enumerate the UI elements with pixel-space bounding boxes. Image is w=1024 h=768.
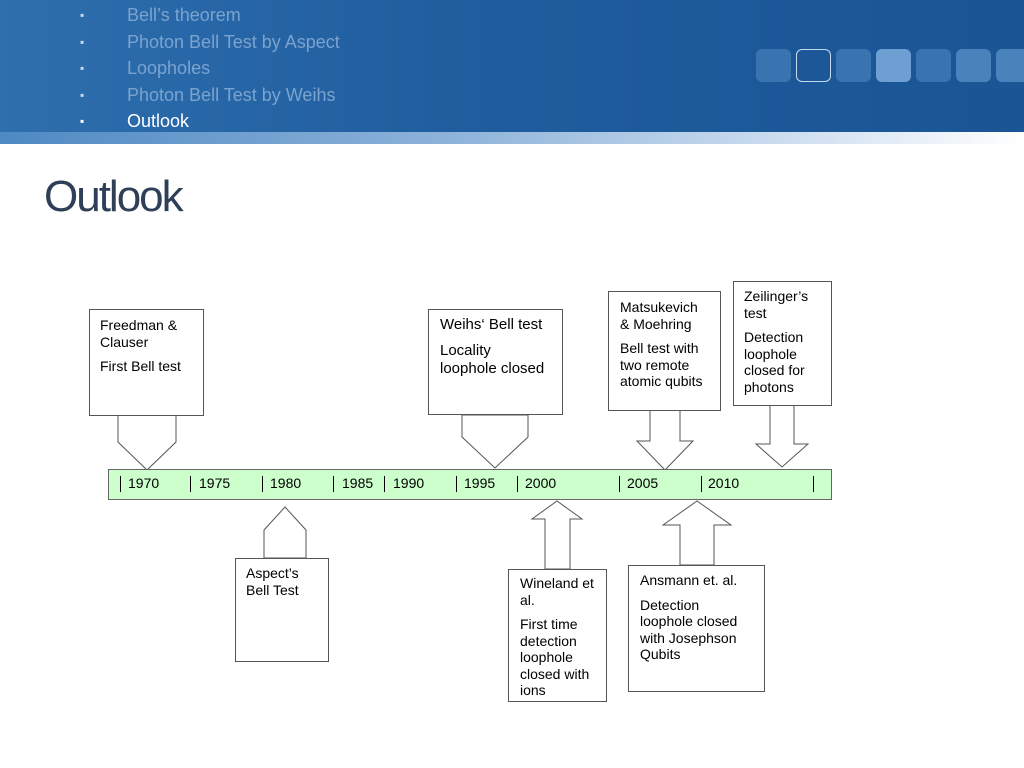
timeline-tick bbox=[384, 476, 385, 492]
timeline-year-1995: 1995 bbox=[464, 475, 496, 491]
timeline-year-2005: 2005 bbox=[627, 475, 659, 491]
nav-square-active[interactable] bbox=[876, 49, 911, 82]
agenda-item-outlook[interactable]: Outlook bbox=[80, 110, 340, 137]
event-name: Freedman & Clauser bbox=[100, 317, 178, 350]
event-box-aspect: Aspect’s Bell Test bbox=[235, 558, 329, 662]
nav-square[interactable] bbox=[756, 49, 791, 82]
timeline-tick bbox=[262, 476, 263, 492]
event-name: Wineland et al. bbox=[520, 575, 594, 608]
event-box-wineland: Wineland et al. First time detection loo… bbox=[508, 569, 607, 702]
timeline-year-1975: 1975 bbox=[199, 475, 231, 491]
agenda-list: Bell’s theorem Photon Bell Test by Aspec… bbox=[80, 4, 340, 137]
timeline-year-1980: 1980 bbox=[270, 475, 302, 491]
timeline-year-1985: 1985 bbox=[342, 475, 374, 491]
timeline-year-2000: 2000 bbox=[525, 475, 557, 491]
header-banner: Bell’s theorem Photon Bell Test by Aspec… bbox=[0, 0, 1024, 132]
slide-title: Outlook bbox=[44, 172, 184, 221]
event-name: Weihs‘ Bell test bbox=[440, 316, 543, 333]
arrow-ansmann bbox=[661, 500, 733, 566]
timeline-tick bbox=[619, 476, 620, 492]
nav-square[interactable] bbox=[836, 49, 871, 82]
event-box-zeilinger: Zeilinger’s test Detection loophole clos… bbox=[733, 281, 832, 406]
event-box-ansmann: Ansmann et. al. Detection loophole close… bbox=[628, 565, 765, 692]
timeline-tick bbox=[120, 476, 121, 492]
arrow-aspect bbox=[263, 506, 307, 559]
nav-square[interactable] bbox=[956, 49, 991, 82]
timeline-tick bbox=[456, 476, 457, 492]
event-desc: Bell test with two remote atomic qubits bbox=[620, 340, 703, 389]
nav-square[interactable] bbox=[916, 49, 951, 82]
arrow-freedman-clauser bbox=[117, 414, 177, 471]
event-desc: Locality loophole closed bbox=[440, 342, 545, 377]
event-box-weihs: Weihs‘ Bell test Locality loophole close… bbox=[428, 309, 563, 415]
event-name: Matsukevich & Moehring bbox=[620, 299, 698, 332]
nav-square[interactable] bbox=[996, 49, 1024, 82]
timeline-tick bbox=[190, 476, 191, 492]
agenda-item-aspect[interactable]: Photon Bell Test by Aspect bbox=[80, 31, 340, 58]
arrow-zeilinger bbox=[754, 404, 810, 468]
event-desc: Detection loophole closed for photons bbox=[744, 329, 805, 395]
event-box-matsukevich: Matsukevich & Moehring Bell test with tw… bbox=[608, 291, 721, 411]
timeline-year-1990: 1990 bbox=[393, 475, 425, 491]
event-name: Ansmann et. al. bbox=[640, 572, 738, 588]
timeline-year-1970: 1970 bbox=[128, 475, 160, 491]
event-desc: First Bell test bbox=[100, 358, 181, 374]
timeline-tick bbox=[517, 476, 518, 492]
nav-square-outlined[interactable] bbox=[796, 49, 831, 82]
arrow-matsukevich bbox=[635, 409, 695, 471]
timeline-tick bbox=[333, 476, 334, 492]
agenda-item-loopholes[interactable]: Loopholes bbox=[80, 57, 340, 84]
timeline-year-2010: 2010 bbox=[708, 475, 740, 491]
timeline-tick bbox=[813, 476, 814, 492]
agenda-item-bells-theorem[interactable]: Bell’s theorem bbox=[80, 4, 340, 31]
timeline-bar bbox=[108, 469, 832, 500]
agenda-item-weihs[interactable]: Photon Bell Test by Weihs bbox=[80, 84, 340, 111]
event-desc: Detection loophole closed with Josephson… bbox=[640, 596, 738, 663]
arrow-wineland bbox=[530, 500, 584, 570]
event-desc: First time detection loophole closed wit… bbox=[520, 616, 590, 698]
timeline-tick bbox=[701, 476, 702, 492]
event-name: Aspect’s Bell Test bbox=[246, 565, 299, 598]
event-box-freedman-clauser: Freedman & Clauser First Bell test bbox=[89, 309, 204, 416]
event-name: Zeilinger’s test bbox=[744, 288, 809, 321]
arrow-weihs bbox=[461, 414, 529, 469]
header-gradient-strip bbox=[0, 132, 1024, 144]
